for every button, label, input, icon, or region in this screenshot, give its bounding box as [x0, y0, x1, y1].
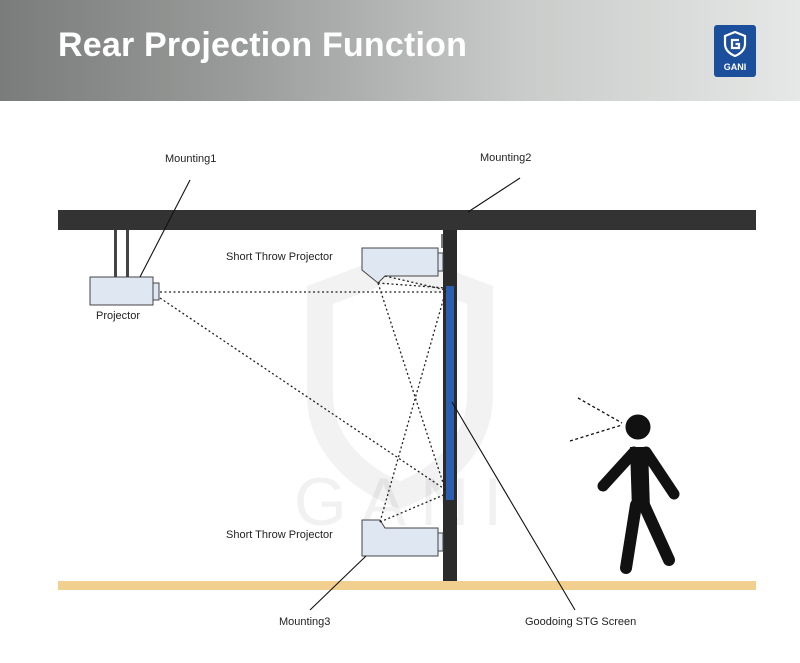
ceiling [58, 210, 756, 230]
projector [89, 276, 160, 306]
leader-lines [139, 177, 576, 611]
short-throw-projector-bottom [361, 519, 444, 557]
viewer-person-icon [597, 414, 680, 574]
screen-label: Goodoing STG Screen [525, 616, 636, 628]
header-banner: Rear Projection Function GANI [0, 0, 800, 101]
brand-logo: GANI [714, 25, 756, 77]
mounting3-label: Mounting3 [279, 616, 330, 628]
viewer-sight-lines [569, 397, 623, 442]
page-title: Rear Projection Function [58, 26, 468, 64]
logo-text: GANI [723, 62, 747, 72]
mounting1-label: Mounting1 [165, 153, 216, 165]
watermark-text: GANI [294, 464, 516, 540]
stg-screen [446, 286, 454, 500]
mounting2-label: Mounting2 [480, 152, 531, 164]
projection-rays [159, 275, 447, 523]
rear-projection-diagram: GANI [58, 152, 756, 628]
shield-g-icon [723, 31, 747, 57]
short-throw-top-label: Short Throw Projector [226, 251, 333, 263]
projector-rod-right [126, 230, 129, 277]
projector-rod-left [114, 230, 117, 277]
watermark [307, 251, 493, 509]
projector-label: Projector [96, 310, 140, 322]
floor [58, 581, 756, 590]
short-throw-bottom-label: Short Throw Projector [226, 529, 333, 541]
